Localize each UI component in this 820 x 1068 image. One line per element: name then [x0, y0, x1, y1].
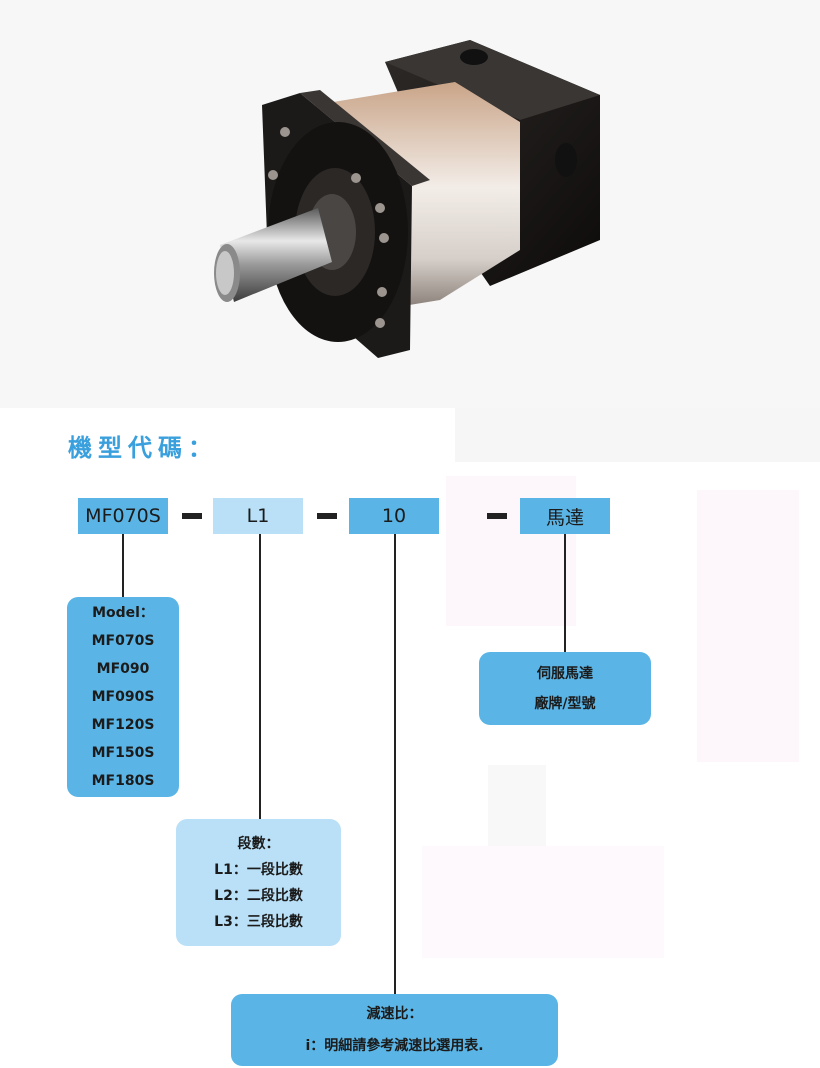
- model-panel: Model： MF070S MF090 MF090S MF120S MF150S…: [67, 597, 179, 797]
- model-code-label: MF070S: [85, 505, 161, 527]
- gearbox-image: [214, 40, 600, 358]
- motor-panel-line: 伺服馬達: [537, 665, 593, 682]
- model-code-box: MF070S: [78, 498, 168, 534]
- stages-item: L1：一段比數: [214, 861, 303, 878]
- model-item: MF120S: [91, 717, 155, 733]
- model-item: MF180S: [91, 773, 155, 789]
- connector-line: [259, 534, 261, 819]
- ratio-code-label: 10: [381, 505, 407, 527]
- ratio-panel: 減速比： i：明細請參考減速比選用表.: [231, 994, 558, 1066]
- model-panel-heading: Model：: [92, 605, 154, 621]
- faint-block: [455, 408, 820, 462]
- faint-block: [488, 765, 546, 847]
- page-title: 機型代碼：: [68, 434, 218, 462]
- stages-item: L3：三段比數: [214, 913, 303, 930]
- separator-dash: [317, 513, 337, 519]
- product-photo-area: [0, 0, 820, 408]
- ratio-code-box: 10: [349, 498, 439, 534]
- motor-panel: 伺服馬達 廠牌/型號: [479, 652, 651, 725]
- motor-code-label: 馬達: [545, 506, 584, 529]
- stages-code-label: L1: [246, 505, 270, 527]
- stages-panel: 段數： L1：一段比數 L2：二段比數 L3：三段比數: [176, 819, 341, 946]
- stages-item: L2：二段比數: [214, 887, 303, 904]
- model-item: MF150S: [91, 745, 155, 761]
- faint-block: [697, 490, 799, 762]
- separator-dash: [487, 513, 507, 519]
- motor-panel-line: 廠牌/型號: [534, 695, 596, 712]
- faint-block: [422, 846, 664, 958]
- ratio-panel-heading: 減速比：: [366, 1006, 423, 1022]
- motor-code-box: 馬達: [520, 498, 610, 534]
- model-item: MF070S: [91, 633, 155, 649]
- connector-line: [564, 534, 566, 652]
- model-item: MF090: [96, 661, 150, 677]
- separator-dash: [182, 513, 202, 519]
- stages-panel-heading: 段數：: [237, 835, 280, 852]
- connector-line: [394, 534, 396, 994]
- model-item: MF090S: [91, 689, 155, 705]
- ratio-panel-note: i：明細請參考減速比選用表.: [305, 1038, 484, 1054]
- stages-code-box: L1: [213, 498, 303, 534]
- connector-line: [122, 534, 124, 597]
